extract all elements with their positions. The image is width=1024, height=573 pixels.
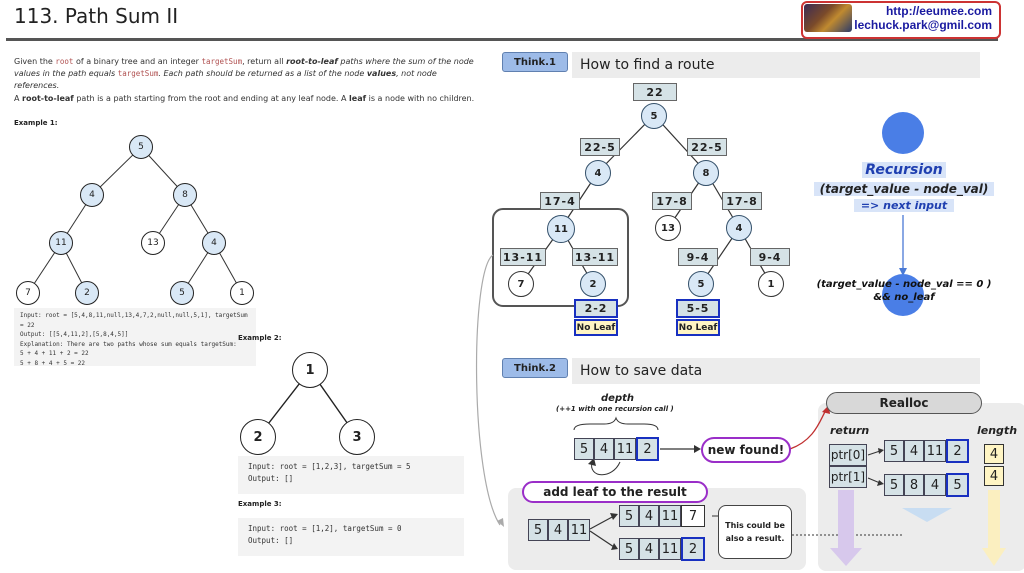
ptr0-cell: ptr[0] xyxy=(829,444,867,466)
route-label: 17-8 xyxy=(722,192,762,210)
think1-title: How to find a route xyxy=(572,52,980,78)
path-cell: 5 xyxy=(574,438,594,460)
result-note: This could be also a result. xyxy=(718,505,792,559)
route-label: 17-8 xyxy=(652,192,692,210)
realloc-row0-cell: 4 xyxy=(904,440,924,462)
page-title: 113. Path Sum II xyxy=(14,4,179,28)
route-node: 7 xyxy=(508,271,534,297)
base-cell: 11 xyxy=(568,519,590,541)
result-cell: 11 xyxy=(659,538,681,560)
ex2-node: 2 xyxy=(240,419,276,455)
route-label: 9-4 xyxy=(750,248,790,266)
title-divider xyxy=(6,38,998,41)
ex1-node: 5 xyxy=(129,135,153,159)
realloc-row1-cell: 5 xyxy=(946,473,969,497)
new-found-badge: new found! xyxy=(701,437,791,463)
path-cell-current: 2 xyxy=(636,437,659,461)
add-leaf-badge: add leaf to the result xyxy=(522,481,708,503)
base-case-circle xyxy=(882,274,924,316)
recursion-title: Recursion xyxy=(862,162,946,178)
recursion-circle xyxy=(882,112,924,154)
base-case-text: && no_leaf xyxy=(873,292,935,303)
problem-leaf-definition: A root-to-leaf path is a path starting f… xyxy=(14,94,475,103)
example3-code: Input: root = [1,2], targetSum = 0 Outpu… xyxy=(238,518,464,556)
author-url[interactable]: http://eeumee.com xyxy=(885,4,992,18)
think2-title: How to save data xyxy=(572,358,980,384)
base-cell: 4 xyxy=(548,519,568,541)
realloc-row0-cell: 5 xyxy=(884,440,904,462)
result-cell: 5 xyxy=(619,505,639,527)
realloc-row0-cell: 2 xyxy=(946,439,969,463)
route-node: 2 xyxy=(580,271,606,297)
route-label: 9-4 xyxy=(678,248,718,266)
route-label: 17-4 xyxy=(540,192,580,210)
path-cell: 11 xyxy=(614,438,636,460)
base-case-text: (target_value - node_val == 0 ) xyxy=(816,279,992,290)
author-avatar xyxy=(804,4,852,32)
result-cell: 4 xyxy=(639,538,659,560)
example1-code: Input: root = [5,4,8,11,null,13,4,7,2,nu… xyxy=(14,308,256,367)
no-leaf-badge: No Leaf xyxy=(676,319,720,336)
realloc-row1-cell: 8 xyxy=(904,474,924,496)
example2-heading: Example 2: xyxy=(238,334,282,342)
example3-heading: Example 3: xyxy=(238,500,282,508)
recursion-formula: (target_value - node_val) xyxy=(814,182,994,196)
route-label: 22-5 xyxy=(687,138,727,156)
route-node: 11 xyxy=(547,215,575,243)
result-cell: 11 xyxy=(659,505,681,527)
ex1-node: 5 xyxy=(170,281,194,305)
ptr1-cell: ptr[1] xyxy=(829,466,867,488)
realloc-row1-cell: 4 xyxy=(924,474,946,496)
leaf-label: 5-5 xyxy=(676,299,720,318)
path-cell: 4 xyxy=(594,438,614,460)
ex1-node: 7 xyxy=(16,281,40,305)
ex1-node: 11 xyxy=(49,231,73,255)
depth-note: (++1 with one recursion call ) xyxy=(556,405,674,413)
route-label: 13-11 xyxy=(572,248,618,266)
route-node: 4 xyxy=(585,160,611,186)
depth-label: depth xyxy=(601,393,634,404)
realloc-row0-cell: 11 xyxy=(924,440,946,462)
return-label: return xyxy=(830,424,870,437)
length-label: length xyxy=(977,424,1018,437)
route-label: 22 xyxy=(633,83,677,101)
ex2-node: 3 xyxy=(339,419,375,455)
example2-code: Input: root = [1,2,3], targetSum = 5 Out… xyxy=(238,456,464,494)
realloc-row1-cell: 5 xyxy=(884,474,904,496)
result-cell-leaf: 7 xyxy=(681,505,705,527)
result-cell: 5 xyxy=(619,538,639,560)
leaf-label: 2-2 xyxy=(574,299,618,318)
length-cell: 4 xyxy=(984,444,1004,464)
problem-description: Given the root of a binary tree and an i… xyxy=(14,57,474,90)
think1-tag: Think.1 xyxy=(502,52,568,72)
result-cell: 4 xyxy=(639,505,659,527)
route-node: 5 xyxy=(641,103,667,129)
base-cell: 5 xyxy=(528,519,548,541)
ex1-node: 1 xyxy=(230,281,254,305)
ex2-node: 1 xyxy=(292,352,328,388)
no-leaf-badge: No Leaf xyxy=(574,319,618,336)
realloc-badge: Realloc xyxy=(826,392,982,414)
route-node: 8 xyxy=(693,160,719,186)
ex1-node: 13 xyxy=(141,231,165,255)
ex1-node: 2 xyxy=(75,281,99,305)
result-cell-leaf: 2 xyxy=(681,537,705,561)
author-email[interactable]: lechuck.park@gmil.com xyxy=(854,18,992,32)
length-cell: 4 xyxy=(984,466,1004,486)
ex1-node: 4 xyxy=(80,183,104,207)
ex1-node: 4 xyxy=(202,231,226,255)
think2-tag: Think.2 xyxy=(502,358,568,378)
route-label: 13-11 xyxy=(500,248,546,266)
route-node: 1 xyxy=(758,271,784,297)
example1-heading: Example 1: xyxy=(14,119,58,127)
route-node: 5 xyxy=(688,271,714,297)
ex1-node: 8 xyxy=(173,183,197,207)
route-label: 22-5 xyxy=(580,138,620,156)
route-node: 13 xyxy=(655,215,681,241)
route-node: 4 xyxy=(726,215,752,241)
recursion-next: => next input xyxy=(854,199,954,212)
